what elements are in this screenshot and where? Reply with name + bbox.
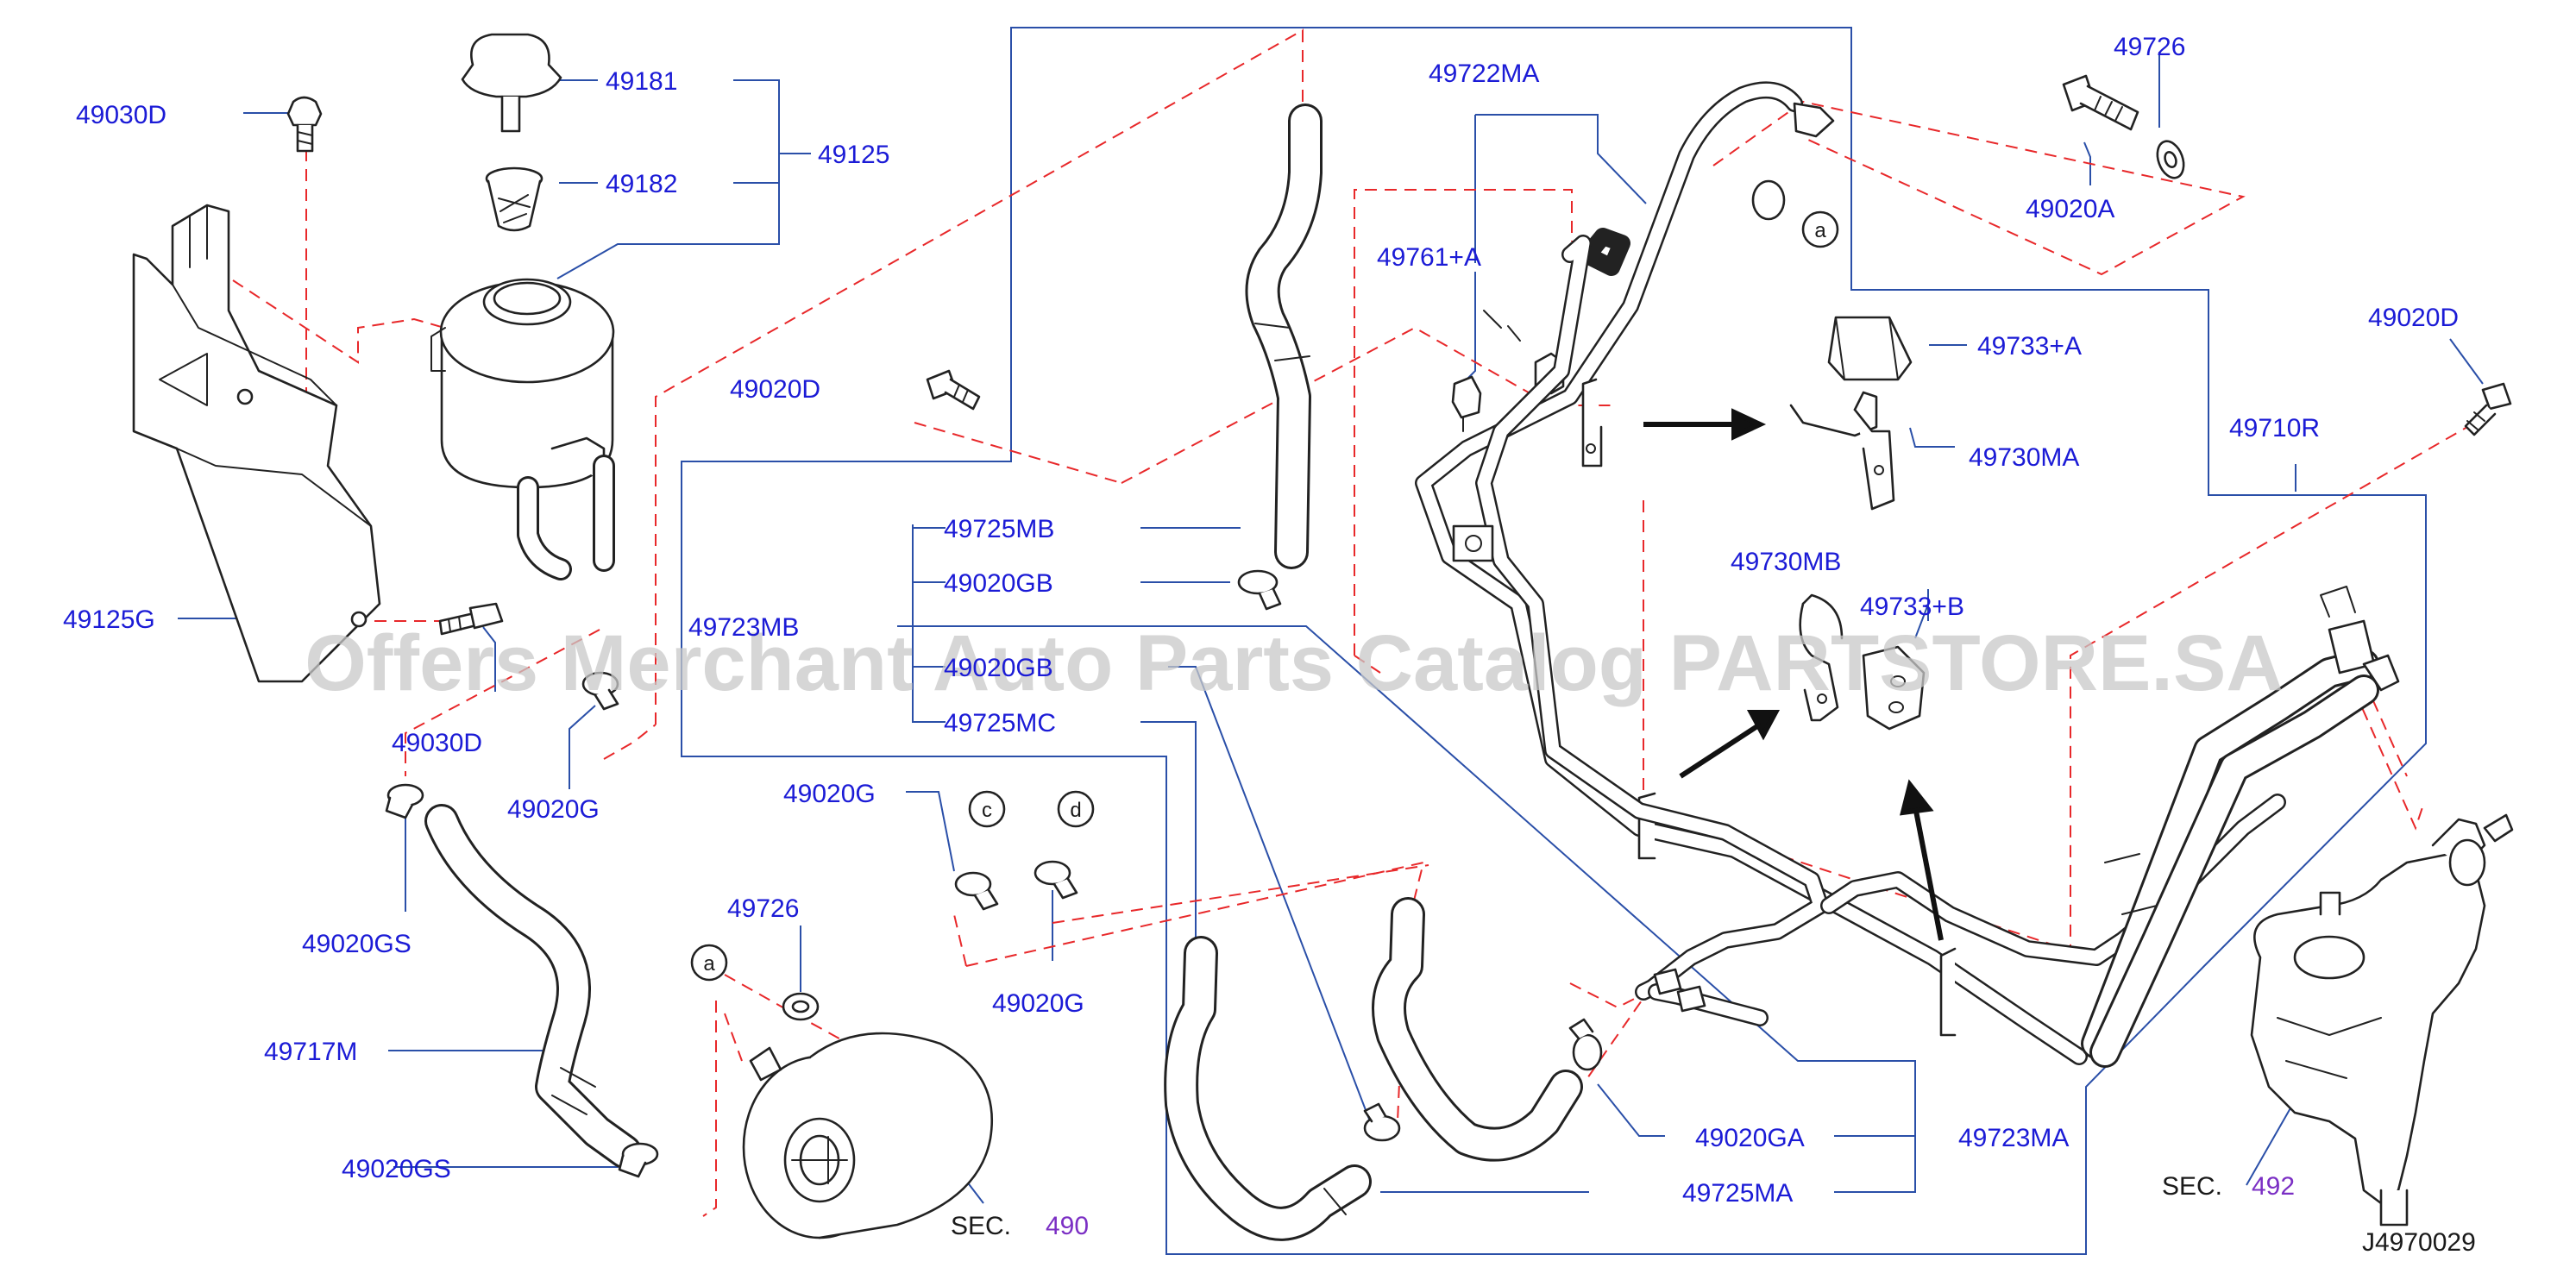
part-label-49723ma[interactable]: 49723MA bbox=[1958, 1124, 2069, 1152]
ref-a-low: a bbox=[703, 952, 715, 976]
part-labels: 49030D 49181 49182 49125 49125G 49030D 4… bbox=[63, 33, 2459, 1208]
clamp-icon-gs-low bbox=[618, 1142, 659, 1178]
suction-hose-lower-left-icon bbox=[1164, 936, 1372, 1241]
part-label-49020gb-a[interactable]: 49020GB bbox=[944, 569, 1053, 598]
bolt-icon-49020d-right bbox=[2464, 382, 2512, 436]
oil-pump-icon bbox=[742, 1032, 994, 1239]
washer-icon-49726-top bbox=[2156, 140, 2185, 179]
part-label-49725mc[interactable]: 49725MC bbox=[944, 709, 1056, 737]
mount-bracket-icon bbox=[132, 204, 381, 683]
ref-a-top: a bbox=[1814, 219, 1826, 242]
grommet-icon-49733a bbox=[1827, 316, 1913, 381]
clip-bracket-icon-49730ma bbox=[1789, 391, 1895, 511]
part-label-49020g-mid[interactable]: 49020G bbox=[783, 780, 876, 808]
part-label-49125[interactable]: 49125 bbox=[818, 141, 889, 169]
grommet-icon-49733b bbox=[1862, 645, 1926, 731]
reservoir-tank-icon bbox=[430, 278, 615, 580]
sec-link-492[interactable]: 492 bbox=[2252, 1172, 2295, 1201]
part-label-49730mb[interactable]: 49730MB bbox=[1731, 548, 1841, 576]
part-label-49020gs-top[interactable]: 49020GS bbox=[302, 930, 412, 958]
ref-a-low-circle bbox=[690, 944, 728, 982]
return-tube-assembly-icon bbox=[1452, 235, 2286, 1026]
part-label-49717m[interactable]: 49717M bbox=[264, 1038, 357, 1066]
part-label-49125g[interactable]: 49125G bbox=[63, 605, 155, 634]
bolt-icon-mid-left bbox=[438, 602, 504, 636]
reservoir-cap-icon bbox=[461, 33, 562, 133]
ref-d-circle bbox=[1057, 790, 1095, 828]
bolt-icon-49020d-mid bbox=[926, 369, 981, 411]
suction-hose-lower-right-icon bbox=[1372, 897, 1583, 1162]
hose-clamp-icon-ga bbox=[1568, 1018, 1603, 1071]
part-label-49020ga[interactable]: 49020GA bbox=[1695, 1124, 1805, 1152]
part-label-49020g-left[interactable]: 49020G bbox=[507, 795, 600, 824]
ref-c-circle bbox=[968, 790, 1006, 828]
hose-clamp-icon-center bbox=[1363, 1102, 1401, 1142]
part-label-49030d-top[interactable]: 49030D bbox=[76, 101, 166, 129]
hose-clamp-icon-c bbox=[954, 871, 999, 911]
part-label-49733a[interactable]: 49733+A bbox=[1977, 332, 2082, 361]
hose-clamp-icon-gb bbox=[1237, 569, 1282, 611]
part-label-49710r[interactable]: 49710R bbox=[2229, 414, 2320, 442]
washer-icon-49726-low bbox=[782, 992, 820, 1021]
bolt-icon-49020a bbox=[2062, 74, 2139, 131]
hose-clamp-icon-left bbox=[581, 671, 619, 711]
clamp-icon-gs-top bbox=[385, 783, 424, 819]
reference-circles bbox=[690, 210, 1839, 982]
sec-prefix-490: SEC. bbox=[951, 1212, 1011, 1240]
high-pressure-hose-icon bbox=[2081, 586, 2400, 1068]
pressure-tube-assembly-icon bbox=[1415, 81, 2088, 1065]
diagram-code: J4970029 bbox=[2362, 1228, 2476, 1257]
bolt-icon-top-left bbox=[286, 96, 323, 153]
part-label-49725mb[interactable]: 49725MB bbox=[944, 515, 1054, 543]
return-hose-icon bbox=[424, 804, 642, 1169]
part-label-49726-low[interactable]: 49726 bbox=[727, 894, 799, 923]
part-label-49733b[interactable]: 49733+B bbox=[1860, 593, 1964, 621]
steering-gear-box-icon bbox=[2250, 813, 2514, 1227]
part-label-49020gs-low[interactable]: 49020GS bbox=[342, 1155, 451, 1183]
part-label-49726-top[interactable]: 49726 bbox=[2114, 33, 2185, 61]
ref-c: c bbox=[982, 799, 992, 822]
part-label-49020gb-b[interactable]: 49020GB bbox=[944, 654, 1053, 682]
watermark-text: Offers Merchant Auto Parts Catalog PARTS… bbox=[305, 619, 2284, 707]
part-label-49181[interactable]: 49181 bbox=[606, 67, 677, 96]
part-label-49730ma[interactable]: 49730MA bbox=[1969, 443, 2079, 472]
strainer-icon bbox=[485, 166, 543, 232]
suction-hose-upper-icon bbox=[1245, 104, 1323, 569]
ref-a-top-circle bbox=[1801, 210, 1839, 248]
direction-arrows bbox=[1643, 408, 1944, 941]
part-label-49020d-mid[interactable]: 49020D bbox=[730, 375, 820, 404]
part-label-49182[interactable]: 49182 bbox=[606, 170, 677, 198]
part-label-49725ma[interactable]: 49725MA bbox=[1682, 1179, 1793, 1208]
sec-prefix-492: SEC. bbox=[2162, 1172, 2222, 1201]
hose-clamp-icon-d bbox=[1034, 860, 1078, 900]
part-label-49030d-low[interactable]: 49030D bbox=[392, 729, 482, 757]
clip-bracket-icon-49730mb bbox=[1799, 593, 1844, 722]
sec-link-490[interactable]: 490 bbox=[1046, 1212, 1089, 1240]
part-label-49761a[interactable]: 49761+A bbox=[1377, 243, 1481, 272]
part-label-49722ma[interactable]: 49722MA bbox=[1429, 60, 1539, 88]
part-label-49020d-right[interactable]: 49020D bbox=[2368, 304, 2459, 332]
part-label-49723mb[interactable]: 49723MB bbox=[688, 613, 799, 642]
ref-d: d bbox=[1070, 799, 1081, 822]
part-label-49020a[interactable]: 49020A bbox=[2026, 195, 2114, 223]
part-label-49020g-low[interactable]: 49020G bbox=[992, 989, 1084, 1018]
